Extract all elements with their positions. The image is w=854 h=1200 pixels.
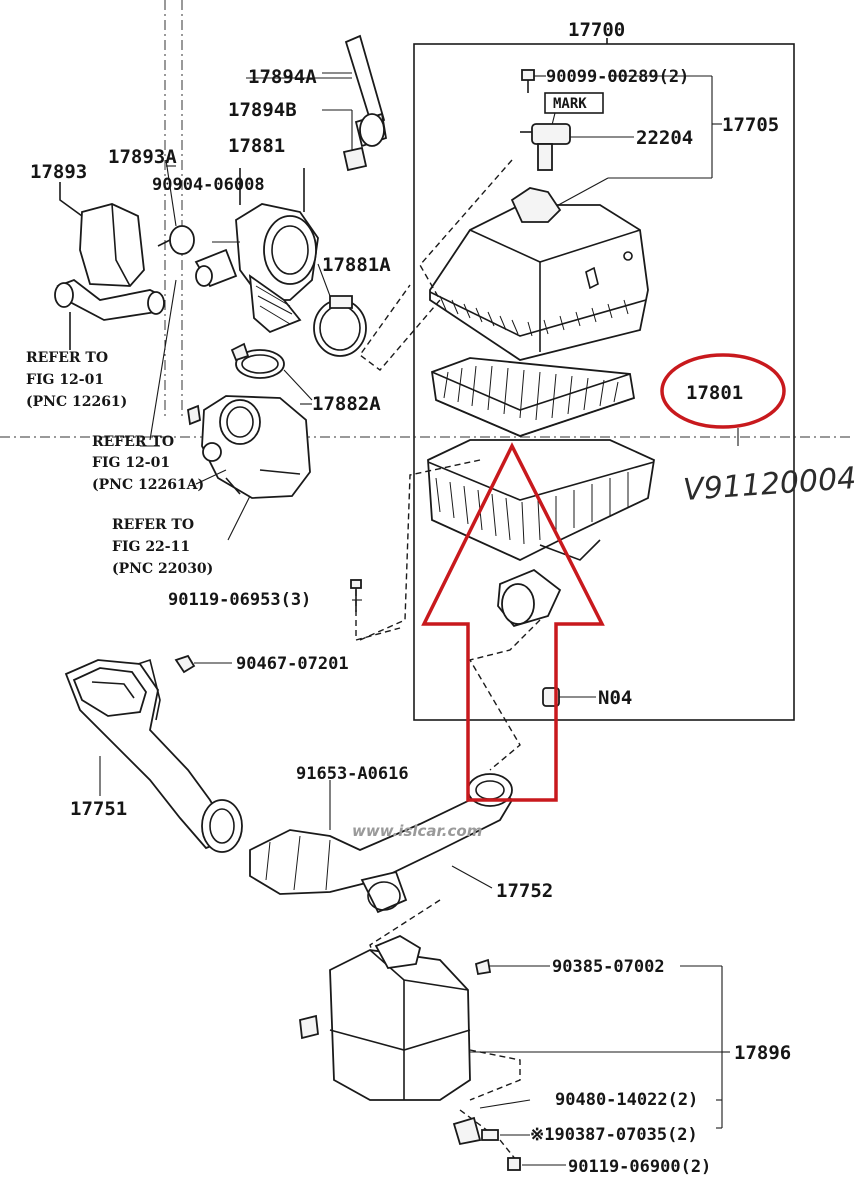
ref2-line1: REFER TO: [92, 434, 174, 450]
label-17881: 17881: [228, 135, 285, 157]
intake-connector-17881-icon: [194, 168, 319, 334]
clip-n04-icon: [542, 687, 596, 707]
bolt-90099-icon: [521, 69, 535, 93]
clip-90467-icon: [174, 654, 232, 674]
resonator-17893-icon: [54, 182, 165, 350]
label-17881a: 17881A: [322, 254, 391, 276]
label-90099: 90099-00289(2): [546, 67, 689, 87]
leader-lines-left: [140, 77, 362, 601]
label-17752: 17752: [496, 880, 553, 902]
ref1-line3: (PNC 12261): [26, 394, 127, 410]
label-mark: MARK: [553, 96, 587, 112]
label-90467: 90467-07201: [236, 654, 349, 674]
label-17700: 17700: [568, 19, 625, 41]
air-cleaner-lower-case-icon: [427, 439, 655, 628]
label-17893a: 17893A: [108, 146, 177, 168]
ref3-line2: FIG 22-11: [112, 539, 190, 555]
label-17896: 17896: [734, 1042, 791, 1064]
label-17894b: 17894B: [228, 99, 297, 121]
label-91653: 91653-A0616: [296, 764, 409, 784]
label-90480: 90480-14022(2): [555, 1090, 698, 1110]
clamp-17882a-icon: [230, 342, 313, 401]
ref1-line2: FIG 12-01: [26, 372, 104, 388]
resonator-17896-icon: [299, 934, 521, 1171]
label-90385: 90385-07002: [552, 957, 665, 977]
handwritten-note: V911200040: [682, 460, 854, 508]
air-cleaner-assembly-box: [413, 38, 795, 721]
inlet-duct-17751-icon: [64, 658, 243, 853]
ref3-line3: (PNC 22030): [112, 561, 213, 577]
air-filter-element-icon: [431, 357, 636, 437]
ref2-line2: FIG 12-01: [92, 455, 170, 471]
bolt-90119-06953-icon: [350, 579, 362, 612]
label-17882a: 17882A: [312, 393, 381, 415]
label-90119-06953: 90119-06953(3): [168, 590, 311, 610]
hose-17752-icon: [249, 773, 514, 914]
label-22204: 22204: [636, 127, 693, 149]
ref3-line1: REFER TO: [112, 517, 194, 533]
label-n04: N04: [598, 687, 632, 709]
mark-box: [544, 92, 604, 126]
label-17893: 17893: [30, 161, 87, 183]
air-cleaner-upper-case-icon: [429, 187, 649, 361]
ref2-line3: (PNC 12261A): [92, 477, 204, 493]
label-90904: 90904-06008: [152, 175, 265, 195]
bracket-17896: [470, 958, 730, 1166]
hose-17894a-icon: [322, 34, 388, 172]
clamp-17881a-icon: [313, 263, 367, 357]
watermark: www.islcar.com: [352, 822, 482, 840]
clamp-17893a-icon: [157, 159, 195, 255]
label-190387: ※190387-07035(2): [530, 1125, 698, 1145]
label-17894a: 17894A: [248, 66, 317, 88]
label-17705: 17705: [722, 114, 779, 136]
label-17751: 17751: [70, 798, 127, 820]
label-17801: 17801: [686, 382, 743, 404]
label-90119-06900: 90119-06900(2): [568, 1157, 711, 1177]
throttle-body-icon: [187, 395, 311, 541]
highlight-circle: [660, 353, 786, 429]
highlight-arrow: [421, 442, 605, 802]
ref1-line1: REFER TO: [26, 350, 108, 366]
sensor-22204-icon: [520, 123, 571, 171]
